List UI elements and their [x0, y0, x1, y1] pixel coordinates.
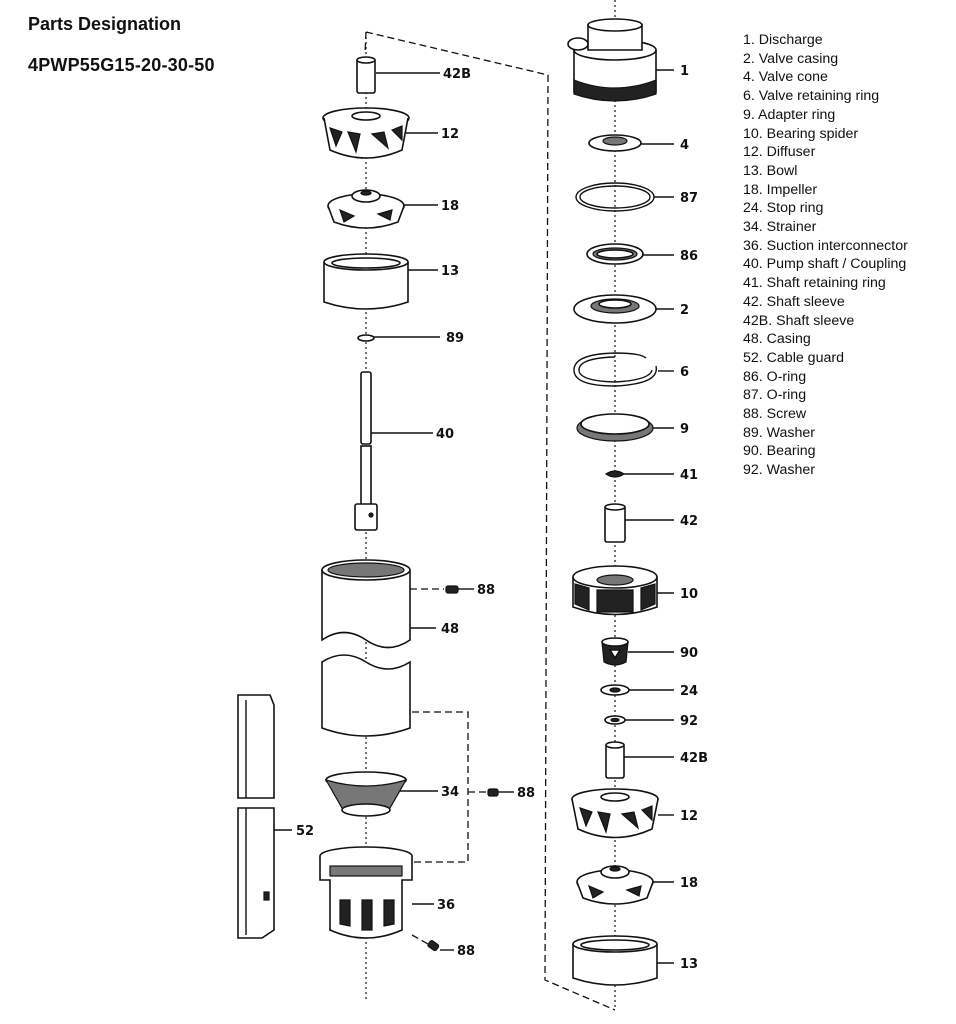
callout-label: 52 [296, 824, 314, 839]
callout-label: 48 [441, 622, 459, 637]
part-40-shaft [354, 371, 378, 531]
right-leader-lines [624, 69, 674, 964]
part-92-washer [604, 715, 626, 725]
part-48-casing [321, 559, 411, 737]
callout-label: 88 [457, 944, 475, 959]
callout-label: 13 [441, 264, 459, 279]
callout-label: 90 [680, 646, 698, 661]
part-36-suction-interconnector [319, 846, 413, 939]
part-12-diffuser-right [571, 788, 659, 839]
callout-label: 12 [680, 809, 698, 824]
legend-item: 41. Shaft retaining ring [743, 275, 886, 292]
part-88-screw-mid [487, 788, 499, 797]
part-86-o-ring [586, 243, 644, 265]
part-42-shaft-sleeve [604, 503, 626, 543]
callout-label: 12 [441, 127, 459, 142]
callout-label: 88 [477, 583, 495, 598]
legend-item: 10. Bearing spider [743, 125, 859, 142]
legend-item: 6. Valve retaining ring [743, 88, 880, 105]
part-52-cable-guard [237, 694, 275, 939]
part-13-bowl-right [572, 935, 658, 986]
legend-item: 88. Screw [743, 406, 807, 423]
part-6-valve-retaining-ring [573, 352, 657, 387]
part-1-discharge [567, 18, 657, 102]
part-89-washer-left [357, 334, 375, 342]
legend-item: 2. Valve casing [743, 50, 839, 67]
legend-item: 48. Casing [743, 331, 811, 348]
callout-label: 86 [680, 249, 698, 264]
callout-label: 6 [680, 365, 689, 380]
callout-label: 41 [680, 468, 698, 483]
callout-label: 36 [437, 898, 455, 913]
callout-label: 88 [517, 786, 535, 801]
part-42b-sleeve-right [605, 741, 625, 779]
callout-label: 34 [441, 785, 459, 800]
model-number: 4PWP55G15-20-30-50 [28, 55, 215, 75]
part-13-bowl-left [323, 253, 409, 310]
callout-label: 2 [680, 303, 689, 318]
part-88-screw-top [445, 585, 459, 594]
legend-item: 18. Impeller [743, 181, 818, 198]
part-12-diffuser-left [322, 107, 410, 159]
callout-label: 40 [436, 427, 454, 442]
part-18-impeller-left [327, 189, 405, 229]
part-9-adapter-ring [576, 413, 654, 442]
legend-item: 9. Adapter ring [743, 106, 836, 123]
callout-label: 18 [441, 199, 459, 214]
callout-label: 42 [680, 514, 698, 529]
left-leader-lines [274, 72, 514, 951]
parts-legend: 1. Discharge 2. Valve casing 4. Valve co… [743, 31, 908, 480]
part-41-shaft-retaining-ring [604, 470, 626, 478]
callout-label: 10 [680, 587, 698, 602]
callout-label: 42B [443, 67, 471, 82]
legend-item: 12. Diffuser [743, 144, 816, 161]
part-90-bearing [601, 637, 629, 666]
callout-label: 1 [680, 64, 689, 79]
part-34-strainer [324, 771, 408, 817]
part-24-stop-ring [600, 684, 630, 696]
diagram-title: Parts Designation [28, 14, 182, 34]
legend-item: 90. Bearing [743, 443, 816, 460]
callout-label: 87 [680, 191, 698, 206]
legend-item: 1. Discharge [743, 32, 823, 48]
callout-label: 18 [680, 876, 698, 891]
legend-item: 36. Suction interconnector [743, 237, 908, 254]
part-4-valve-cone [588, 134, 642, 152]
legend-item: 89. Washer [743, 424, 816, 441]
part-88-screw-bottom [427, 940, 440, 952]
part-2-valve-casing [573, 294, 657, 324]
legend-item: 42. Shaft sleeve [743, 293, 845, 310]
legend-item: 4. Valve cone [743, 69, 828, 86]
legend-item: 24. Stop ring [743, 200, 824, 217]
legend-item: 40. Pump shaft / Coupling [743, 256, 907, 273]
callout-label: 92 [680, 714, 698, 729]
part-42b-sleeve-left [356, 56, 376, 94]
legend-item: 87. O-ring [743, 387, 807, 404]
part-10-bearing-spider [572, 565, 658, 616]
legend-item: 86. O-ring [743, 368, 807, 385]
callout-label: 9 [680, 422, 689, 437]
callout-label: 42B [680, 751, 708, 766]
callout-label: 13 [680, 957, 698, 972]
legend-item: 92. Washer [743, 462, 816, 479]
legend-item: 52. Cable guard [743, 349, 844, 366]
legend-item: 42B. Shaft sleeve [743, 312, 855, 329]
part-18-impeller-right [576, 865, 654, 905]
callout-label: 89 [446, 331, 464, 346]
legend-item: 13. Bowl [743, 162, 798, 179]
legend-item: 34. Strainer [743, 219, 817, 236]
callout-label: 4 [680, 138, 689, 153]
callout-label: 24 [680, 684, 698, 699]
